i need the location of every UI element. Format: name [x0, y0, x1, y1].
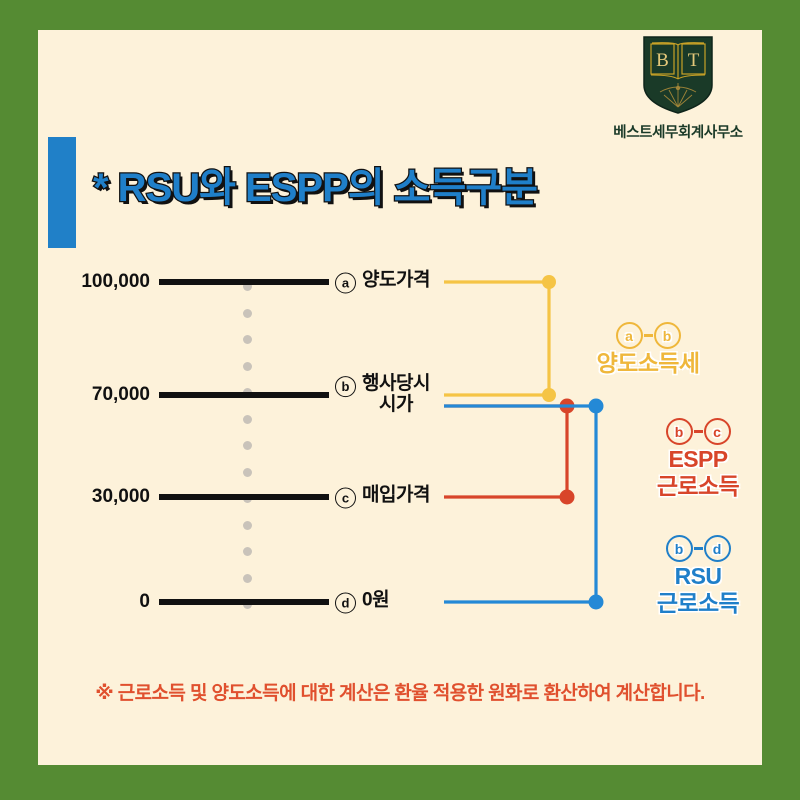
guide-dot [243, 520, 252, 530]
annotation-gold-from: a [615, 322, 643, 349]
level-value-d: 0 [139, 591, 150, 612]
guide-dot [243, 282, 252, 291]
connector-gold [444, 280, 551, 397]
level-label-b-line2: 시가 [378, 394, 413, 415]
annotation-gold-line1: 양도소득세 [596, 350, 700, 376]
connector-red [444, 404, 569, 499]
annotation-rsu-income: b d RSU 근로소득 [618, 535, 778, 617]
guide-dot [243, 361, 252, 371]
marker-circle-a: a [335, 272, 356, 294]
footnote: ※ 근로소득 및 양도소득에 대한 계산은 환율 적용한 원화로 환산하여 계산… [95, 683, 705, 704]
level-label-d: 0원 [362, 589, 390, 611]
guide-dot [243, 467, 252, 477]
svg-text:B: B [656, 50, 669, 71]
guide-dot [243, 335, 252, 344]
annotation-red-line1: ESPP [668, 446, 729, 472]
connector-dot-gold-top [542, 275, 556, 289]
annotation-red-to: c [703, 418, 731, 445]
marker-circle-d: d [335, 592, 356, 614]
level-value-b: 70,000 [91, 384, 150, 405]
annotation-red-pair: b c [618, 418, 778, 445]
annotation-blue-line1: RSU [674, 563, 722, 589]
marker-circle-c: c [335, 487, 356, 509]
level-label-c: 매입가격 [362, 484, 430, 506]
vertical-dotted-guide [243, 282, 252, 609]
page-title: * RSU와 ESPP의 소득구분 [92, 165, 539, 212]
annotation-gold-pair: a b [558, 322, 738, 349]
shield-icon: B T [643, 36, 713, 114]
guide-dot [243, 308, 252, 318]
connector-dot-blue-top [588, 398, 604, 414]
level-bar-c [159, 494, 329, 500]
annotation-gold-dash [643, 334, 653, 337]
connector-dot-blue-bottom [588, 594, 604, 610]
annotation-red-line2: 근로소득 [656, 473, 740, 500]
annotation-gold-to: b [653, 322, 681, 349]
annotation-espp-income: b c ESPP 근로소득 [618, 418, 778, 500]
annotation-blue-from: b [665, 535, 693, 562]
guide-dot [243, 573, 252, 583]
annotation-blue-to: d [703, 535, 731, 562]
level-label-b-line1: 행사당시 [362, 373, 430, 395]
poster-card: B T 베스트세무회계사무소 * RSU와 ESPP의 소득구분 100,000… [38, 30, 762, 765]
guide-dot [243, 547, 252, 556]
connector-blue [444, 404, 598, 604]
annotation-blue-pair: b d [618, 535, 778, 562]
annotation-capital-gains: a b 양도소득세 [558, 322, 738, 377]
annotation-blue-dash [693, 547, 703, 550]
level-label-b: 행사당시 시가 [362, 373, 430, 416]
level-value-a: 100,000 [81, 271, 150, 292]
level-bar-d [159, 599, 329, 605]
connector-dot-gold-bottom [542, 388, 556, 402]
connector-dot-red-top [559, 398, 575, 414]
guide-dot [243, 441, 252, 450]
annotation-red-dash [693, 430, 703, 433]
brand-logo: B T 베스트세무회계사무소 [608, 35, 748, 142]
brand-name: 베스트세무회계사무소 [613, 125, 743, 141]
level-tag-c: c 매입가격 [335, 484, 430, 509]
level-value-c: 30,000 [91, 486, 150, 507]
level-tag-d: d 0원 [335, 589, 390, 614]
title-accent-bar [48, 137, 76, 248]
level-tag-a: a 양도가격 [335, 269, 430, 294]
level-bar-b [159, 392, 329, 398]
level-bar-a [159, 279, 329, 285]
income-classification-chart: 100,000 a 양도가격 70,000 b 행사당시 시가 30,000 [38, 30, 762, 765]
guide-dot [243, 414, 252, 424]
annotation-red-from: b [665, 418, 693, 445]
svg-text:T: T [688, 50, 700, 71]
annotation-blue-line2: 근로소득 [656, 590, 740, 617]
connector-dot-red-bottom [559, 489, 575, 505]
level-tag-b: b 행사당시 시가 [335, 373, 430, 416]
level-label-a: 양도가격 [362, 269, 430, 291]
marker-circle-b: b [335, 376, 356, 398]
